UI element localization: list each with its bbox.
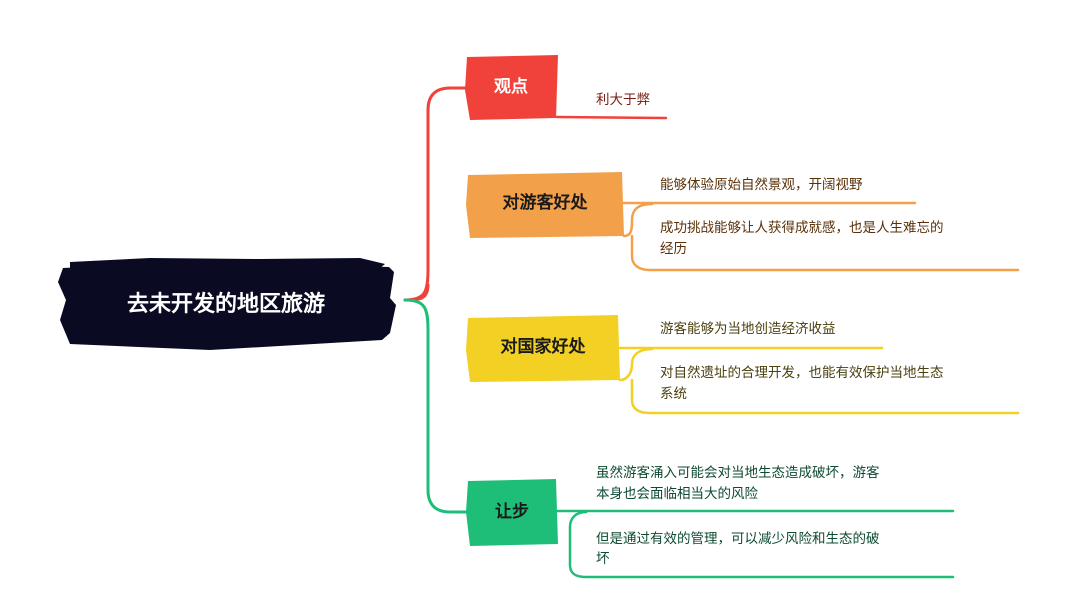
- connector-branch-1: [403, 86, 468, 302]
- branch-viewpoint-label: 观点: [493, 76, 528, 97]
- branch-viewpoint-box: [465, 55, 558, 120]
- leaf-bracket: [568, 510, 955, 579]
- branch-concession[interactable]: 让步: [466, 479, 558, 546]
- leaf-underline: [555, 115, 668, 120]
- branch-tourist-benefit[interactable]: 对游客好处: [466, 172, 624, 238]
- leaf-bracket: [622, 202, 1020, 272]
- connector-branch-3: [403, 298, 468, 514]
- leaf-text: 利大于弊: [596, 92, 650, 108]
- branch-concession-box: [466, 479, 558, 546]
- leaf-text: 经历: [660, 241, 687, 257]
- branch-concession-leaf-1: 虽然游客涌入可能会对当地生态造成破坏，游客 本身也会面临相当大的风险: [554, 464, 955, 513]
- leaf-text: 但是通过有效的管理，可以减少风险和生态的破: [596, 531, 880, 547]
- branch-tourist-benefit-leaf-1: 能够体验原始自然景观，开阔视野: [620, 176, 917, 205]
- branch-country-benefit[interactable]: 对国家好处: [466, 315, 620, 382]
- leaf-text: 成功挑战能够让人获得成就感，也是人生难忘的: [660, 219, 944, 236]
- leaf-text: 对自然遗址的合理开发，也能有效保护当地生态: [660, 364, 944, 381]
- branch-country-benefit-label: 对国家好处: [501, 336, 587, 357]
- branch-country-benefit-leaf-2: 对自然遗址的合理开发，也能有效保护当地生态 系统: [618, 347, 1020, 415]
- branch-country-benefit-leaf-1: 游客能够为当地创造经济收益: [616, 320, 884, 350]
- root-node-shape-top-edge: [70, 258, 385, 268]
- leaf-text: 坏: [596, 551, 610, 567]
- root-node-shape: [58, 262, 396, 350]
- root-connectors: [403, 86, 468, 514]
- root-node[interactable]: 去未开发的地区旅游: [58, 258, 396, 350]
- leaf-text: 游客能够为当地创造经济收益: [660, 320, 836, 337]
- branch-tourist-benefit-box: [466, 172, 624, 238]
- branch-concession-label: 让步: [495, 501, 529, 522]
- branch-viewpoint[interactable]: 观点: [465, 55, 558, 120]
- leaf-bracket: [618, 347, 1020, 415]
- leaf-text: 能够体验原始自然景观，开阔视野: [660, 176, 863, 193]
- branch-viewpoint-leaf-1: 利大于弊: [555, 92, 668, 120]
- branch-tourist-benefit-label: 对游客好处: [503, 192, 589, 213]
- leaf-text: 系统: [660, 386, 687, 402]
- branch-country-benefit-box: [466, 315, 620, 382]
- leaf-text: 虽然游客涌入可能会对当地生态造成破坏，游客: [596, 464, 880, 481]
- leaf-text: 本身也会面临相当大的风险: [596, 486, 758, 502]
- branch-tourist-benefit-leaf-2: 成功挑战能够让人获得成就感，也是人生难忘的 经历: [622, 202, 1020, 272]
- root-label: 去未开发的地区旅游: [127, 291, 325, 317]
- branch-concession-leaf-2: 但是通过有效的管理，可以减少风险和生态的破 坏: [568, 510, 955, 579]
